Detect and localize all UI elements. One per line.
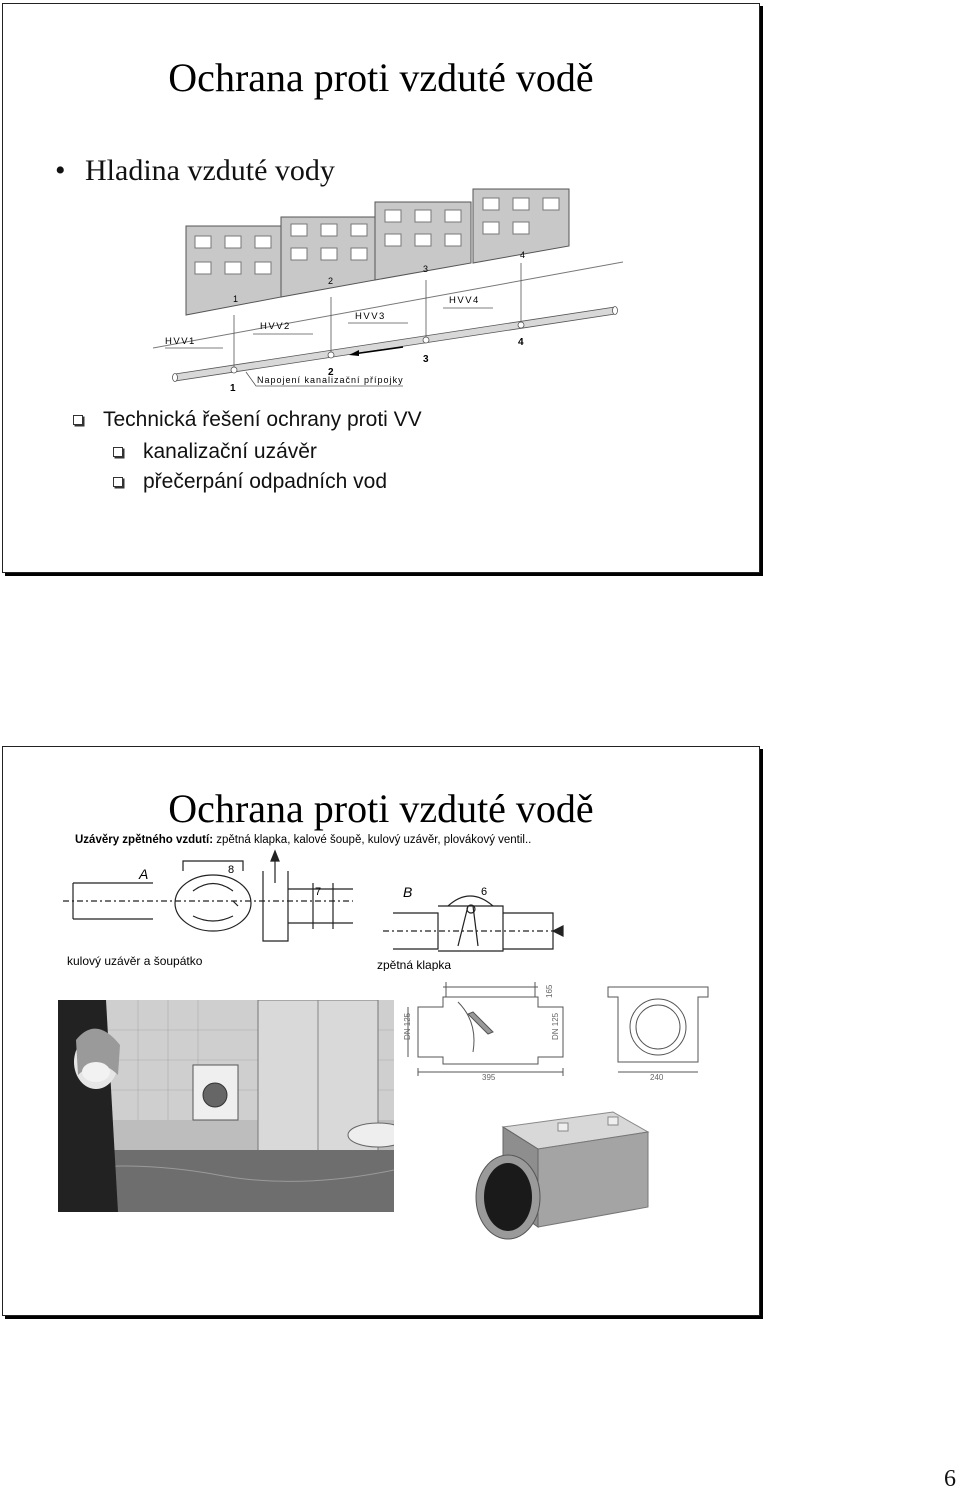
checkbox-bullet-icon <box>113 447 123 457</box>
slide-title: Ochrana proti vzduté vodě <box>3 54 759 101</box>
bullet-text: Hladina vzduté vody <box>85 154 335 187</box>
drawing-caption: zpětná klapka <box>377 958 451 971</box>
slide-title: Ochrana proti vzduté vodě <box>3 785 759 832</box>
slide-1: Ochrana proti vzduté vodě •Hladina vzdut… <box>2 3 760 573</box>
dimension-label: 240 <box>650 1073 664 1080</box>
check-valve-photo <box>463 1087 663 1247</box>
list-heading: Technická řešení ochrany proti VV <box>73 408 422 432</box>
drawing-label: B <box>403 884 412 900</box>
dimension-label: 165 <box>545 984 554 998</box>
dimension-label: DN 125 <box>551 1012 560 1040</box>
building-number: 3 <box>423 264 428 274</box>
drawing-header: Uzávěry zpětného vzdutí: zpětná klapka, … <box>75 834 531 846</box>
check-flap-drawing <box>383 896 563 951</box>
backwater-diagram: 1 2 3 4 HVV1 HVV2 HVV3 HVV4 1 2 3 4 <box>153 184 623 399</box>
checkbox-bullet-icon <box>113 477 123 487</box>
list-item-text: kanalizační uzávěr <box>143 440 317 463</box>
connection-number: 3 <box>423 354 429 365</box>
ball-valve-drawing <box>63 851 353 941</box>
connection-number: 1 <box>230 383 236 394</box>
part-number: 8 <box>228 864 234 876</box>
building-number: 4 <box>520 250 525 260</box>
checkbox-bullet-icon <box>73 415 83 425</box>
page-number: 6 <box>944 1466 956 1493</box>
building-number: 1 <box>233 294 238 304</box>
bullet-dot-icon: • <box>55 154 85 188</box>
bullet-item: •Hladina vzduté vody <box>55 154 335 188</box>
list-item: kanalizační uzávěr <box>113 440 317 464</box>
hvv-label: HVV3 <box>355 311 386 322</box>
dimension-label: 395 <box>482 1073 496 1080</box>
connection-number: 4 <box>518 337 524 348</box>
part-number: 7 <box>315 886 321 898</box>
hvv-label: HVV1 <box>165 336 196 347</box>
slide-2: Ochrana proti vzduté vodě Uzávěry zpětné… <box>2 746 760 1316</box>
building-number: 2 <box>328 276 333 286</box>
sewer-pipe <box>175 307 615 381</box>
backwater-valves-drawing: Uzávěry zpětného vzdutí: zpětná klapka, … <box>63 831 573 971</box>
connection-label: Napojení kanalizační přípojky <box>257 375 404 385</box>
flooded-bathroom-photo <box>58 1000 394 1212</box>
check-valve-tech-drawing: DN 125 DN 125 165 395 240 <box>398 972 723 1080</box>
drawing-label: A <box>138 866 148 882</box>
part-number: 6 <box>481 886 487 898</box>
dimension-label: DN 125 <box>403 1012 412 1040</box>
list-item: přečerpání odpadních vod <box>113 470 387 494</box>
list-item-text: přečerpání odpadních vod <box>143 470 387 493</box>
drawing-caption: kulový uzávěr a šoupátko <box>67 954 203 968</box>
hvv-label: HVV4 <box>449 295 480 306</box>
list-heading-text: Technická řešení ochrany proti VV <box>103 408 422 431</box>
hvv-label: HVV2 <box>260 321 291 332</box>
